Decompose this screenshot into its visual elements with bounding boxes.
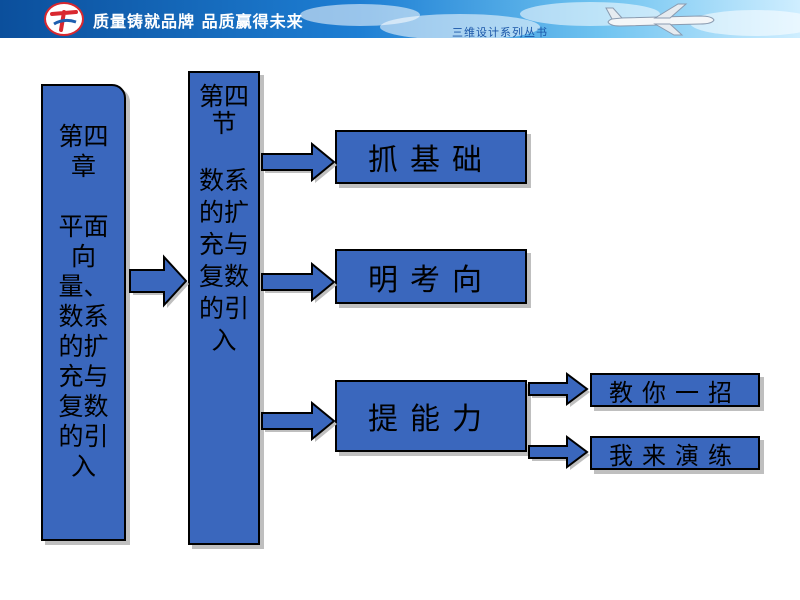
branch-label: 明考向 <box>368 262 494 298</box>
section-heading: 第四节 <box>199 82 250 138</box>
airplane-icon <box>605 3 715 36</box>
branch-box-exam-trend: 明考向 <box>335 249 527 304</box>
arrow-right-icon <box>528 435 590 470</box>
sub-box-practice: 我来演练 <box>590 436 760 470</box>
series-title: 三维设计系列丛书 <box>452 26 548 38</box>
header-banner: 质量铸就品牌 品质赢得未来 三维设计系列丛书 <box>0 0 800 38</box>
branch-label: 抓基础 <box>368 143 494 178</box>
branch-box-basics: 抓基础 <box>335 130 527 184</box>
arrow-right-icon <box>261 261 337 303</box>
arrow-right-icon <box>261 400 337 442</box>
sub-box-tip: 教你一招 <box>590 373 760 407</box>
chapter-heading: 第四章 <box>58 122 109 181</box>
section-box: 第四节 数系的扩充与复数的引入 <box>188 71 260 545</box>
arrow-right-icon <box>528 372 590 407</box>
sub-label: 我来演练 <box>609 441 741 470</box>
sub-label: 教你一招 <box>609 378 741 407</box>
logo-icon <box>44 2 84 36</box>
slogan-text: 质量铸就品牌 品质赢得未来 <box>93 12 304 31</box>
section-title: 数系的扩充与复数的引入 <box>199 166 250 355</box>
cloud-decoration <box>380 14 540 38</box>
chapter-box: 第四章 平面向量、数系的扩充与复数的引入 <box>41 84 126 541</box>
branch-box-ability: 提能力 <box>335 380 527 452</box>
arrow-right-icon <box>129 254 189 308</box>
chapter-title: 平面向量、数系的扩充与复数的引入 <box>58 212 109 481</box>
arrow-right-icon <box>261 141 337 183</box>
branch-label: 提能力 <box>368 402 494 437</box>
